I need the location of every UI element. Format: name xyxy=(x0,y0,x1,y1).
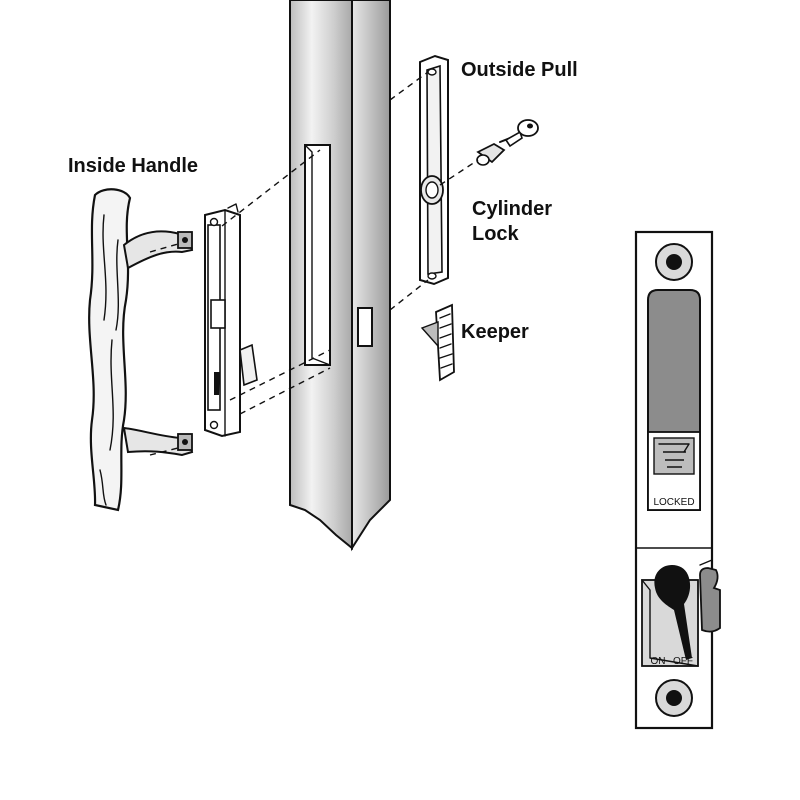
mortise-slot xyxy=(304,144,331,366)
latch-detail-view: LOCKED ON OFF xyxy=(634,230,721,730)
inside-handle xyxy=(88,188,194,512)
latch-hook xyxy=(699,567,721,633)
label-keeper: Keeper xyxy=(461,321,529,343)
off-label: OFF xyxy=(673,656,693,667)
key-icon xyxy=(504,119,539,148)
assembly-guides xyxy=(149,71,479,456)
label-inside-handle: Inside Handle xyxy=(68,155,198,177)
door-stile xyxy=(289,0,391,552)
keeper-hole xyxy=(357,307,373,347)
locked-label: LOCKED xyxy=(653,497,694,508)
lock-lever-icon xyxy=(654,565,692,660)
label-lock: Lock xyxy=(472,223,520,245)
label-cylinder: Cylinder xyxy=(472,198,552,220)
outside-pull xyxy=(419,54,449,286)
inside-latch-plate xyxy=(204,203,258,438)
on-label: ON xyxy=(651,656,666,667)
label-outside-pull: Outside Pull xyxy=(461,59,578,81)
keeper xyxy=(420,303,455,382)
